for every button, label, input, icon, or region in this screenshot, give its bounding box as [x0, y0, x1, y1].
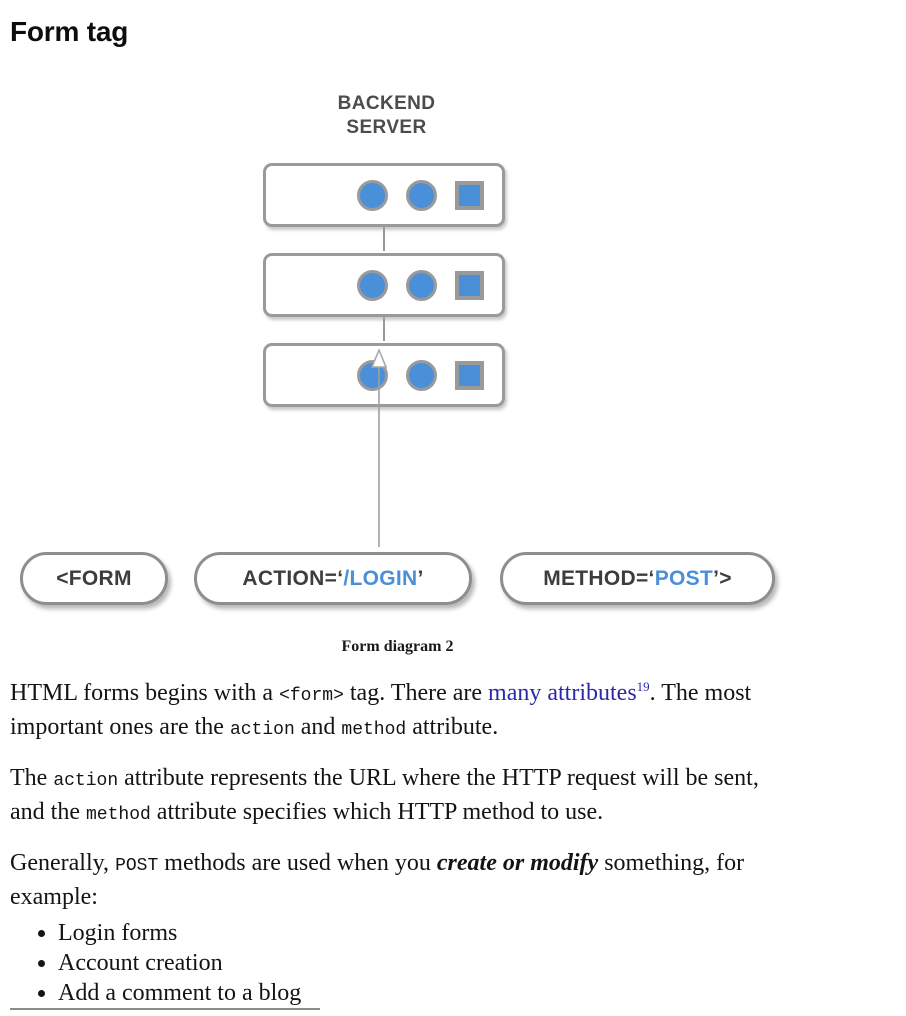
many-attributes-link[interactable]: many attributes19 [488, 680, 650, 706]
post-examples-list: Login forms Account creation Add a comme… [10, 918, 301, 1008]
figure-caption: Form diagram 2 [341, 638, 454, 655]
server-led-circle-icon [357, 179, 388, 211]
list-item: Login forms [58, 918, 301, 948]
paragraph-action-method: The action attribute represents the URL … [10, 763, 796, 831]
article-body: HTML forms begins with a <form> tag. The… [10, 678, 796, 930]
server-stack [263, 163, 511, 407]
p3-text-1: Generally, [10, 850, 116, 876]
p1-code-action: action [229, 720, 295, 740]
list-item: Account creation [58, 948, 301, 978]
method-tag-value: POST [654, 566, 714, 590]
server-box [263, 343, 505, 407]
request-arrow-icon [370, 349, 388, 547]
form-diagram-figure: BACKEND SERVER <FORM ACTION=‘/LOGIN’ [0, 76, 906, 666]
server-led-square-icon [455, 180, 484, 210]
action-tag-quote-open: ‘ [337, 566, 344, 590]
p2-code-action: action [53, 771, 119, 791]
method-tag-suffix: > [719, 566, 732, 590]
p1-code-form: <form> [279, 686, 344, 706]
p3-text-3: something, for example: [10, 850, 745, 910]
server-box [263, 163, 505, 251]
form-tag-pills: <FORM ACTION=‘/LOGIN’ METHOD=‘POST’> [0, 552, 906, 618]
p2-text-2: attribute represents the URL where the H… [10, 765, 759, 825]
form-open-tag-pill: <FORM [20, 552, 168, 605]
footnote-marker: 19 [636, 679, 650, 694]
action-tag-value: /LOGIN [343, 566, 418, 590]
form-open-tag-prefix: <FORM [56, 566, 132, 590]
p1-code-method: method [341, 720, 407, 740]
p1-text-5: attribute. [406, 714, 499, 740]
link-label: many attributes [488, 680, 637, 706]
server-led-circle-icon [406, 359, 437, 391]
server-led-square-icon [455, 270, 484, 300]
bottom-divider [10, 1008, 320, 1010]
method-tag-quote-open: ‘ [648, 566, 655, 590]
paragraph-intro: HTML forms begins with a <form> tag. The… [10, 678, 796, 746]
p1-text-3: . The most important ones are the [10, 680, 752, 740]
server-led-circle-icon [406, 269, 437, 301]
action-attribute-pill: ACTION=‘/LOGIN’ [194, 552, 472, 605]
action-tag-quote-close: ’ [417, 566, 424, 590]
paragraph-post-usage: Generally, POST methods are used when yo… [10, 848, 796, 913]
server-led-square-icon [455, 360, 484, 390]
p1-text-1: HTML forms begins with a [10, 680, 280, 706]
server-box [263, 253, 505, 341]
server-led-circle-icon [406, 179, 437, 211]
backend-server-label: BACKEND SERVER [337, 93, 436, 138]
p1-text-4: and [294, 714, 342, 740]
method-attribute-pill: METHOD=‘POST’> [500, 552, 775, 605]
p3-text-2: methods are used when you [158, 850, 437, 876]
list-item: Add a comment to a blog [58, 978, 301, 1008]
server-led-circle-icon [357, 269, 388, 301]
p3-emphasis: create or modify [436, 850, 599, 876]
p2-text-1: The [10, 765, 54, 791]
p1-text-2: tag. There are [343, 680, 489, 706]
p2-code-method: method [85, 805, 151, 825]
p2-text-3: attribute specifies which HTTP method to… [150, 799, 604, 825]
method-tag-quote-close: ’ [713, 566, 720, 590]
method-tag-prefix: METHOD= [543, 566, 649, 590]
p3-code-post: POST [115, 856, 159, 876]
action-tag-prefix: ACTION= [242, 566, 338, 590]
page-title: Form tag [10, 16, 129, 47]
